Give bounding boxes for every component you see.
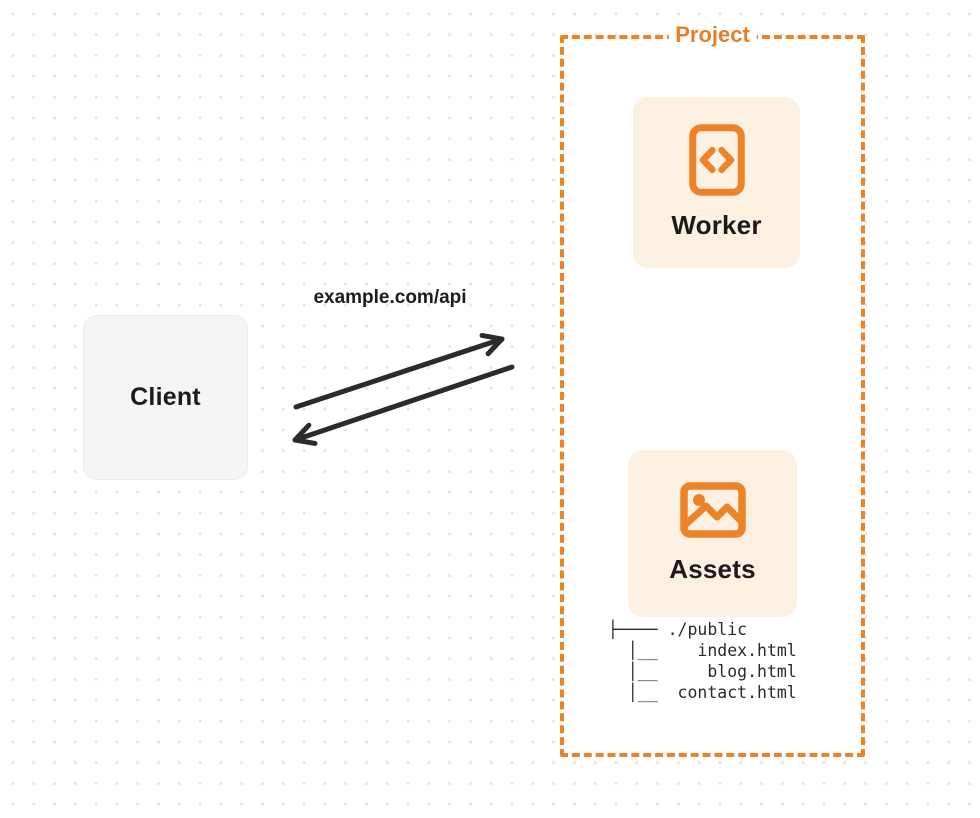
client-node: Client: [83, 315, 248, 480]
worker-node: Worker: [633, 97, 800, 268]
assets-node: Assets: [628, 450, 797, 617]
project-container: Project Worker Assets ├──── ./public │__…: [560, 22, 865, 757]
code-file-icon: [688, 124, 745, 196]
project-label: Project: [668, 22, 757, 48]
image-icon: [679, 482, 746, 538]
client-label: Client: [130, 383, 201, 411]
assets-label: Assets: [669, 554, 756, 584]
request-arrow: [293, 332, 505, 410]
public-file-tree: ├──── ./public │__ index.html │__ blog.h…: [608, 620, 797, 702]
response-arrow: [292, 364, 515, 446]
request-url-label: example.com/api: [313, 287, 467, 308]
worker-label: Worker: [671, 210, 762, 240]
